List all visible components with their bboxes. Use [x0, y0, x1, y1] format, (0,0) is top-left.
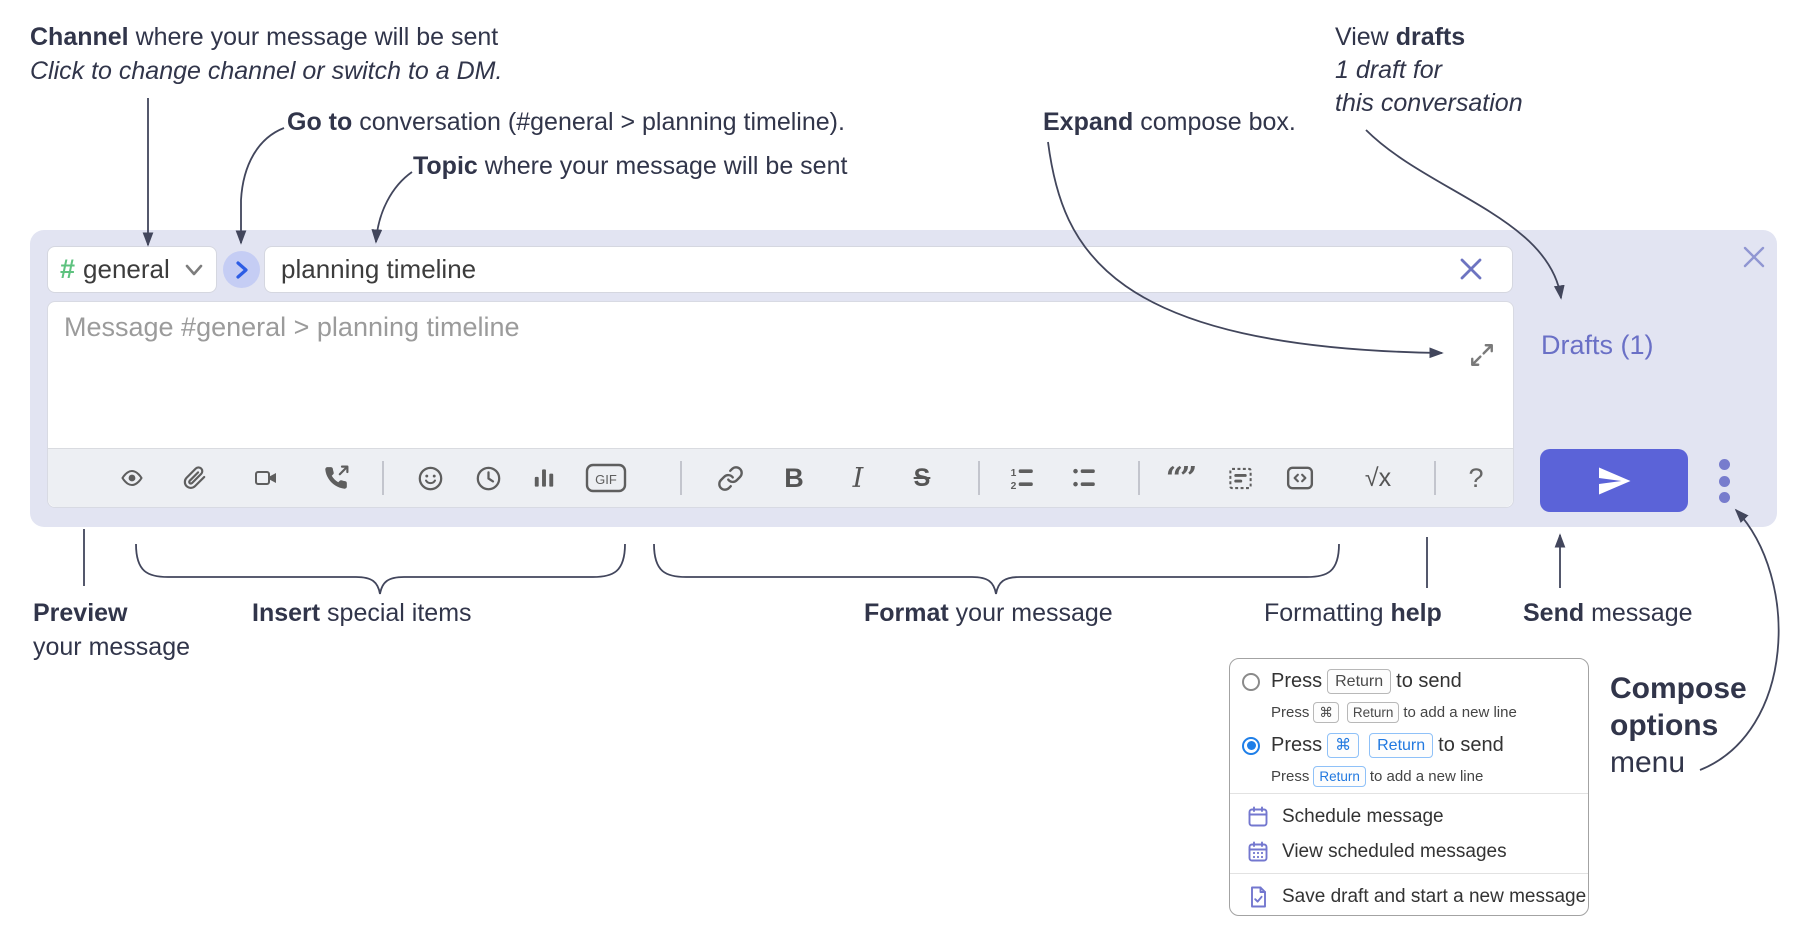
svg-text:GIF: GIF — [595, 472, 617, 487]
annotation-channel-line2: Click to change channel or switch to a D… — [30, 57, 503, 85]
annotation-channel-rest: where your message will be sent — [128, 23, 499, 51]
annotation-preview: Preview — [33, 599, 128, 627]
menu-item-save-draft[interactable]: Save draft and start a new message — [1246, 885, 1586, 909]
link-icon[interactable] — [708, 456, 752, 500]
chevron-right-icon — [235, 260, 248, 279]
channel-selector[interactable]: # general — [47, 246, 217, 293]
annotation-drafts-line3: this conversation — [1335, 89, 1523, 117]
message-input[interactable] — [48, 302, 1513, 450]
brace-insert — [135, 543, 626, 595]
annotation-channel-bold: Channel — [30, 23, 129, 51]
menu-item-schedule-message[interactable]: Schedule message — [1246, 805, 1444, 829]
compose-options-popup: Press Return to send Press ⌘ Return to a… — [1229, 658, 1589, 916]
annotation-insert: Insert special items — [252, 599, 472, 627]
connector-goto — [235, 127, 285, 245]
popup-option-cmd-enter-to-send[interactable]: Press ⌘ Return to send — [1242, 733, 1504, 758]
attach-file-icon[interactable] — [172, 456, 216, 500]
key-cmd: ⌘ — [1313, 702, 1339, 723]
annotation-goto: Go to conversation (#general > planning … — [287, 108, 845, 136]
key-return: Return — [1327, 669, 1392, 694]
bold-icon[interactable]: B — [784, 462, 804, 493]
toolbar-divider — [680, 461, 682, 495]
compose-box: # general — [30, 230, 1777, 527]
popup-option-enter-to-send[interactable]: Press Return to send — [1242, 669, 1462, 694]
formatting-help-icon[interactable]: ? — [1468, 462, 1484, 493]
annotation-compose-options-line3: menu — [1610, 746, 1686, 779]
chevron-down-icon — [185, 264, 203, 275]
bulleted-list-icon[interactable] — [1062, 456, 1106, 500]
strikethrough-icon[interactable]: S — [913, 463, 931, 492]
toolbar-divider — [978, 461, 980, 495]
annotation-drafts-line2: 1 draft for — [1335, 56, 1442, 84]
draft-document-icon — [1246, 885, 1270, 909]
toolbar-divider — [1434, 461, 1436, 495]
topic-clear-icon[interactable] — [1458, 256, 1484, 282]
send-button[interactable] — [1540, 449, 1688, 512]
annotation-topic: Topic where your message will be sent — [413, 152, 848, 180]
message-area: GIF B I S 12 “” — [47, 301, 1514, 508]
key-return: Return — [1346, 702, 1400, 723]
video-call-icon[interactable] — [244, 456, 288, 500]
spoiler-icon[interactable] — [1218, 456, 1262, 500]
calendar-grid-icon — [1246, 840, 1270, 864]
popup-divider — [1230, 873, 1588, 874]
expand-compose-icon[interactable] — [1469, 342, 1495, 368]
topic-input[interactable] — [264, 246, 1513, 293]
poll-icon[interactable] — [522, 456, 566, 500]
emoji-icon[interactable] — [408, 456, 452, 500]
key-return: Return — [1313, 766, 1366, 787]
voice-call-icon[interactable] — [314, 456, 358, 500]
annotation-view-drafts: View drafts — [1335, 23, 1466, 51]
key-cmd: ⌘ — [1327, 733, 1360, 758]
channel-hash-icon: # — [60, 254, 76, 284]
annotation-compose-options-line2: options — [1610, 709, 1719, 742]
annotation-compose-options-line1: Compose — [1610, 672, 1747, 705]
time-icon[interactable] — [466, 456, 510, 500]
annotation-channel: Channel where your message will be sent — [30, 21, 498, 54]
annotation-preview-line2: your message — [33, 633, 191, 661]
annotation-format: Format your message — [864, 599, 1113, 627]
radio-unselected-icon[interactable] — [1242, 672, 1260, 691]
drafts-link[interactable]: Drafts (1) — [1541, 330, 1654, 360]
menu-item-view-scheduled[interactable]: View scheduled messages — [1246, 840, 1507, 864]
annotation-send: Send message — [1523, 599, 1693, 627]
channel-name: general — [83, 254, 170, 284]
italic-icon[interactable]: I — [852, 462, 864, 494]
popup-option-cmd-enter-sub: Press Return to add a new line — [1271, 766, 1484, 787]
send-plane-icon — [1599, 467, 1631, 494]
popup-divider — [1230, 793, 1588, 794]
goto-conversation-button[interactable] — [223, 251, 260, 288]
svg-text:1: 1 — [1010, 468, 1016, 479]
toolbar-divider — [1138, 461, 1140, 495]
calendar-icon — [1246, 805, 1270, 829]
svg-text:2: 2 — [1010, 481, 1016, 491]
popup-option-enter-sub: Press ⌘ Return to add a new line — [1271, 702, 1517, 723]
code-icon[interactable] — [1278, 456, 1322, 500]
math-icon[interactable]: √x — [1364, 463, 1392, 492]
toolbar-divider — [382, 461, 384, 495]
brace-format — [653, 543, 1340, 595]
close-compose-icon[interactable] — [1740, 243, 1768, 271]
radio-selected-icon[interactable] — [1242, 736, 1260, 755]
annotation-formatting-help: Formatting help — [1264, 599, 1442, 627]
gif-icon[interactable]: GIF — [584, 456, 628, 500]
key-return: Return — [1369, 733, 1434, 758]
compose-options-menu-icon[interactable] — [1711, 456, 1737, 506]
annotation-expand: Expand compose box. — [1043, 108, 1296, 136]
quote-icon[interactable]: “” — [1165, 460, 1197, 496]
preview-icon[interactable] — [110, 456, 154, 500]
